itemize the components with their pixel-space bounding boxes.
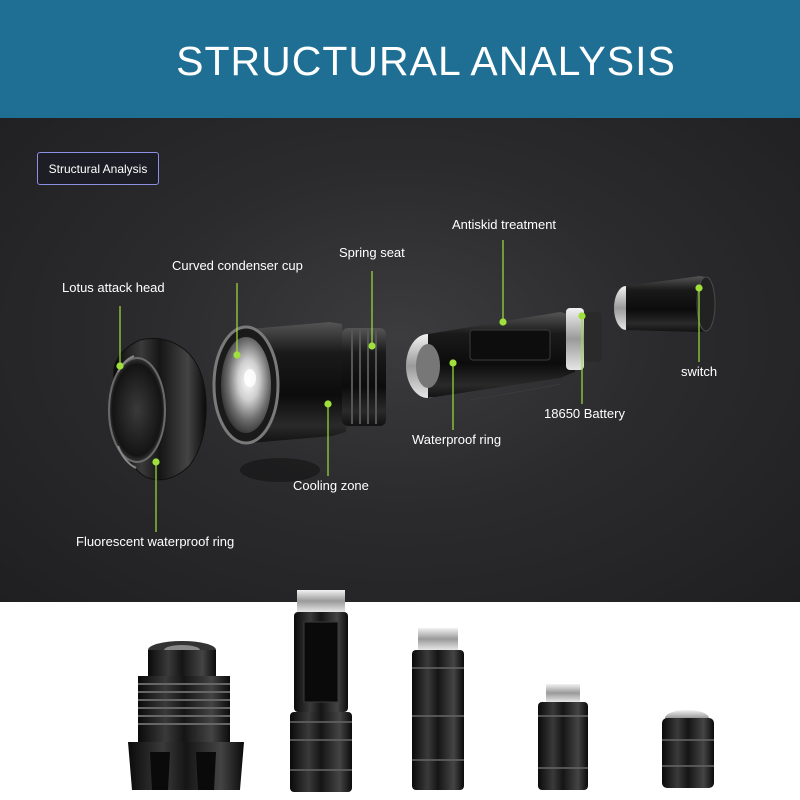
body-tube-part [406, 308, 602, 401]
lineup-tailcap-part [662, 710, 714, 788]
label-fluorescent-waterproof-ring: Fluorescent waterproof ring [76, 534, 235, 549]
lineup-head-part [128, 641, 244, 790]
section-tag: Structural Analysis [37, 152, 159, 185]
label-waterproof-ring: Waterproof ring [412, 432, 502, 447]
bezel-head-part [108, 337, 207, 481]
label-cooling-zone: Cooling zone [293, 478, 369, 493]
label-18650-battery: 18650 Battery [544, 406, 625, 421]
tail-switch-part [614, 276, 716, 332]
label-antiskid-treatment: Antiskid treatment [452, 217, 557, 232]
header-banner: STRUCTURAL ANALYSIS [0, 0, 800, 118]
head-reflector-part [212, 322, 386, 482]
page-title: STRUCTURAL ANALYSIS [176, 38, 676, 84]
label-lotus-attack-head: Lotus attack head [62, 280, 165, 295]
lineup-body-part [290, 590, 352, 792]
label-curved-condenser-cup: Curved condenser cup [172, 258, 303, 273]
callout-lines [116, 240, 703, 532]
lineup-tube-part [412, 628, 464, 790]
lineup-short-tube-part [538, 684, 588, 790]
label-spring-seat: Spring seat [339, 245, 405, 260]
label-switch: switch [681, 364, 718, 379]
